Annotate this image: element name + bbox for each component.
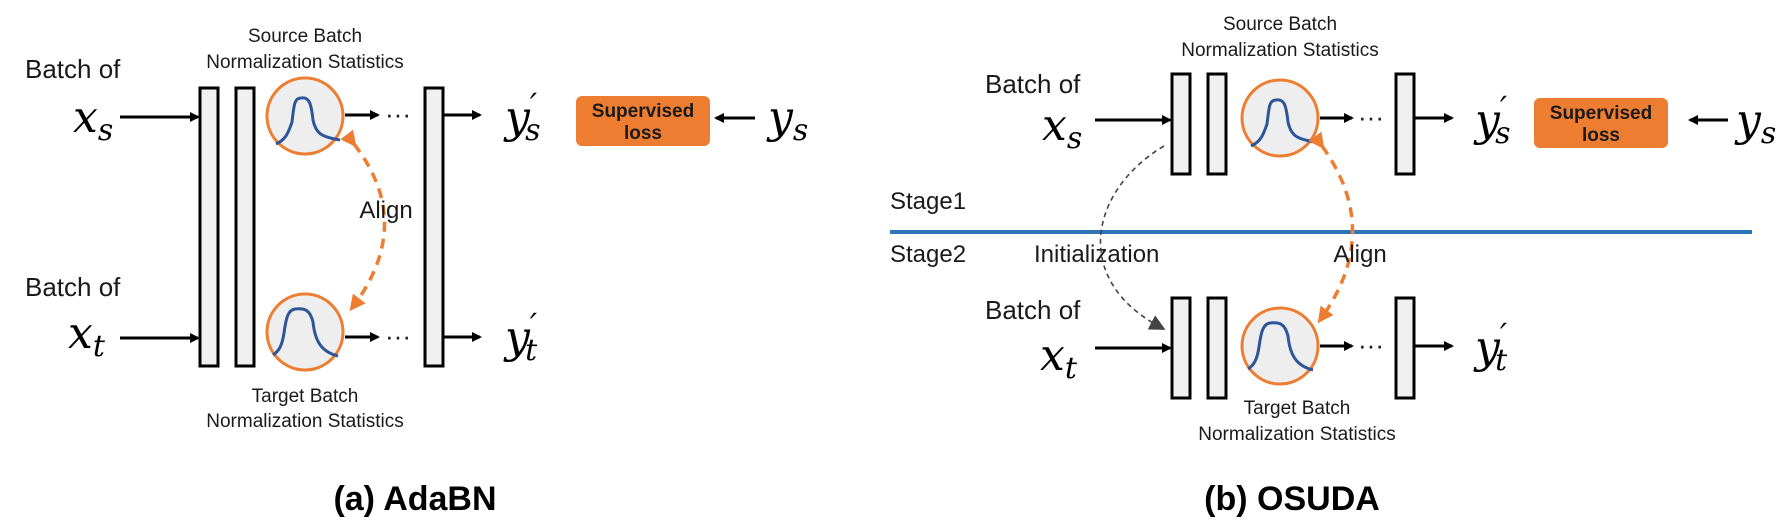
panel-b-batch-of-target: Batch of (985, 295, 1081, 325)
panel-b-target-stats-line2: Normalization Statistics (1198, 424, 1395, 445)
panel-b-supervised-loss-box: Supervised loss (1534, 98, 1668, 148)
panel-b-supervised-label: Supervised (1550, 103, 1652, 124)
panel-a-source-stats-line1: Source Batch (248, 26, 362, 47)
panel-b-source-layer-3 (1394, 72, 1416, 176)
panel-b-align-label: Align (1333, 241, 1386, 268)
panel-b-source-stats-line2: Normalization Statistics (1181, 40, 1378, 61)
panel-a-x-t: xt (68, 308, 106, 364)
panel-a-dots-source: ··· (385, 99, 411, 129)
panel-b-target-layer-2 (1206, 296, 1228, 400)
panel-a-loss-label: loss (624, 123, 662, 144)
panel-b-loss-label: loss (1582, 125, 1620, 146)
panel-a-caption: (a) AdaBN (333, 480, 496, 518)
panel-a-dots-target: ··· (385, 321, 411, 351)
panel-a-y-t-pred: y′t (503, 306, 538, 368)
initialization-label: Initialization (1034, 241, 1159, 268)
panel-b-source-stats-line1: Source Batch (1223, 14, 1337, 35)
stage1-label: Stage1 (890, 188, 966, 215)
panel-b: Source Batch Normalization Statistics Ba… (890, 14, 1776, 518)
panel-a-supervised-label: Supervised (592, 101, 694, 122)
panel-a-target-stats-line2: Normalization Statistics (206, 411, 403, 432)
panel-a-y-s-label: ys (766, 92, 808, 148)
panel-b-align-arrow (1308, 131, 1355, 324)
panel-a-supervised-loss-box: Supervised loss (576, 96, 710, 146)
stage2-label: Stage2 (890, 241, 966, 268)
panel-a-layer-2 (234, 86, 256, 368)
panel-b-source-layer-1 (1170, 72, 1192, 176)
panel-a-source-bn-icon (265, 76, 345, 156)
panel-a-target-stats-line1: Target Batch (252, 386, 359, 407)
panel-b-source-bn-icon (1240, 78, 1320, 158)
panel-b-caption: (b) OSUDA (1204, 480, 1380, 518)
panel-a-layer-1 (198, 86, 220, 368)
panel-a-align-arrow (340, 129, 387, 312)
panel-b-y-s-pred: y′s (1473, 89, 1511, 151)
panel-b-x-s: xs (1042, 100, 1082, 156)
panel-b-y-s-label: ys (1734, 95, 1776, 151)
panel-a-x-s: xs (73, 92, 113, 148)
panel-b-dots-target: ··· (1358, 330, 1384, 360)
panel-b-y-t-pred: y′t (1473, 316, 1508, 378)
panel-b-batch-of-source: Batch of (985, 69, 1081, 99)
initialization-arrow (1099, 145, 1166, 330)
panel-a-y-s-pred: y′s (503, 86, 541, 148)
panel-b-x-t: xt (1040, 330, 1078, 386)
panel-b-source-layer-2 (1206, 72, 1228, 176)
panel-a: Source Batch Normalization Statistics Ba… (25, 26, 808, 518)
panel-a-batch-of-target: Batch of (25, 272, 121, 302)
panel-a-batch-of-source: Batch of (25, 54, 121, 84)
panel-a-target-bn-icon (265, 292, 345, 372)
panel-b-target-layer-1 (1170, 296, 1192, 400)
panel-b-dots-source: ··· (1358, 102, 1384, 132)
panel-b-target-stats-line1: Target Batch (1244, 398, 1351, 419)
panel-a-layer-3 (423, 86, 445, 368)
panel-b-target-layer-3 (1394, 296, 1416, 400)
panel-a-source-stats-line2: Normalization Statistics (206, 52, 403, 73)
panel-b-target-bn-icon (1240, 306, 1320, 386)
panel-a-align-label: Align (359, 197, 412, 224)
